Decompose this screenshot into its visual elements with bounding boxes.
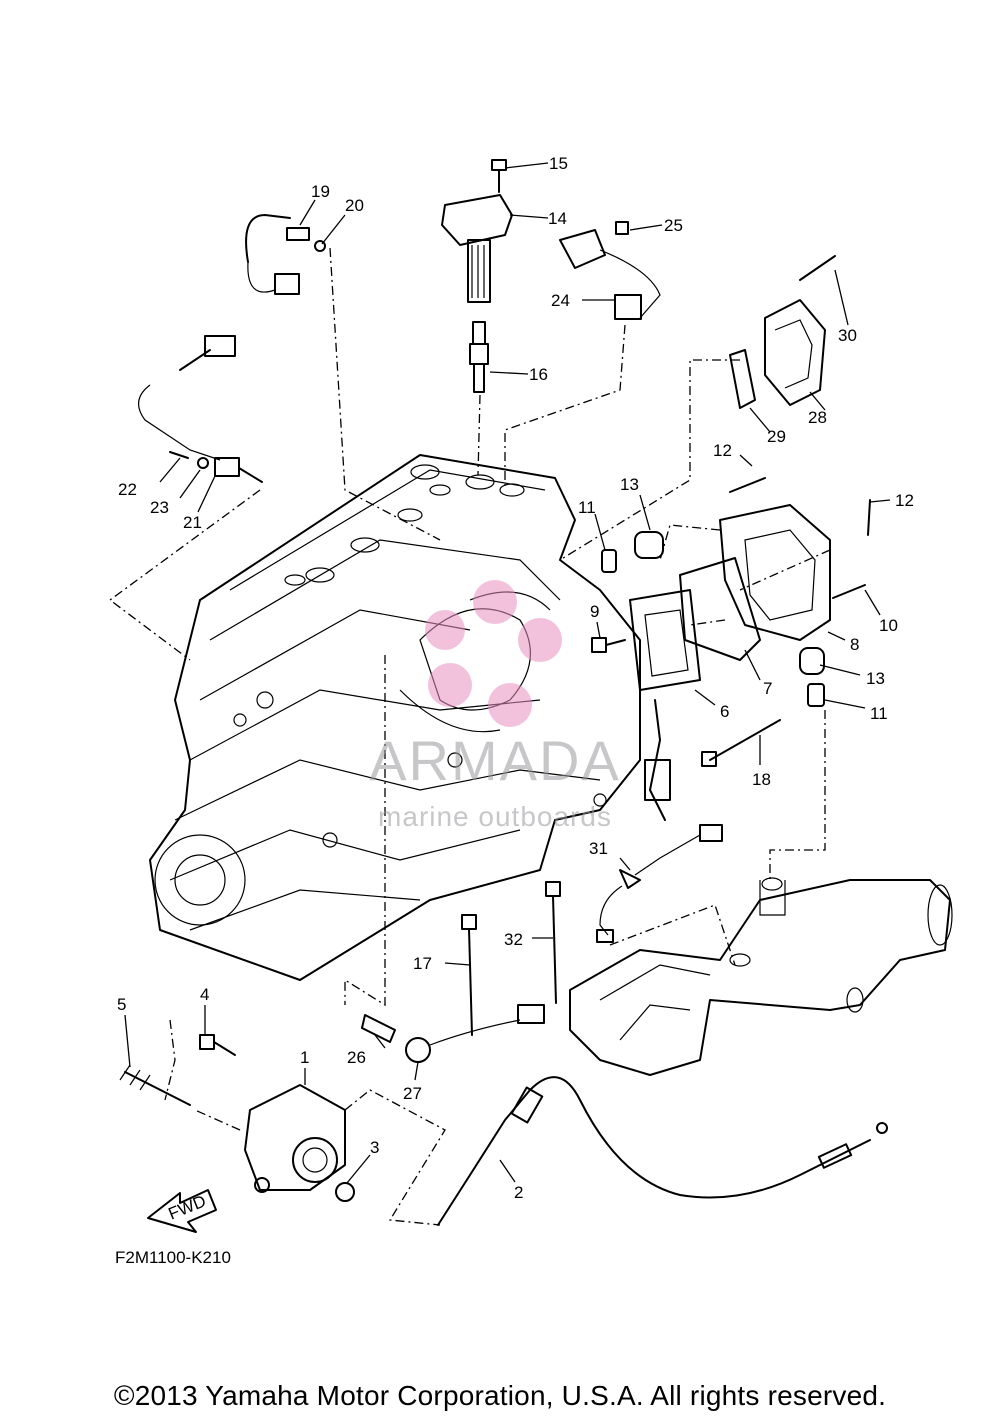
drawing-code: F2M1100-K210 [115, 1248, 231, 1267]
bolt-15-icon [491, 159, 507, 193]
watermark-tagline: marine outboards [378, 801, 612, 832]
callout-32: 32 [504, 930, 523, 949]
callout-23: 23 [150, 498, 169, 517]
callout-3: 3 [370, 1138, 379, 1157]
collar-11-icon [601, 549, 825, 707]
callout-7: 7 [763, 679, 772, 698]
probe-18-icon [701, 719, 781, 767]
callout-27: 27 [403, 1084, 422, 1103]
callout-11b: 11 [870, 704, 888, 723]
callout-2: 2 [514, 1183, 523, 1202]
callout-5: 5 [117, 995, 126, 1014]
spark-plug-icon [469, 321, 489, 393]
callout-31: 31 [589, 839, 608, 858]
knock-sensor-27-icon [405, 1004, 545, 1063]
callout-10: 10 [879, 616, 898, 635]
copyright-notice: ©2013 Yamaha Motor Corporation, U.S.A. A… [113, 1380, 887, 1411]
callout-24: 24 [551, 291, 570, 310]
nut-3-icon [335, 1182, 355, 1202]
callout-8: 8 [850, 635, 859, 654]
throttle-cable-2-icon [437, 1076, 888, 1226]
ignition-coil-icon [441, 194, 513, 303]
leader-lines [108, 162, 891, 1226]
callout-28: 28 [808, 408, 827, 427]
callout-20: 20 [345, 196, 364, 215]
cover-plate-28-icon [729, 255, 836, 409]
sensor-19-icon [245, 214, 326, 295]
sensor-31-icon [596, 824, 723, 943]
fitting-26-icon [361, 1014, 396, 1043]
armada-logo-icon [425, 580, 562, 727]
sensor-24-icon [559, 221, 661, 320]
grommet-13-icon [634, 531, 825, 675]
callout-25: 25 [664, 216, 683, 235]
bolt-9-icon [591, 637, 626, 653]
callout-11a: 11 [578, 498, 596, 517]
callout-26: 26 [347, 1048, 366, 1067]
callout-30: 30 [838, 326, 857, 345]
control-unit-6-icon [629, 589, 701, 821]
callout-15: 15 [549, 154, 568, 173]
callout-6: 6 [720, 702, 729, 721]
callout-13b: 13 [866, 669, 885, 688]
fwd-arrow-icon: FWD [147, 1189, 217, 1233]
callout-29: 29 [767, 427, 786, 446]
watermark-brand: ARMADA [369, 729, 621, 792]
engine-block [149, 454, 641, 981]
callout-21: 21 [183, 513, 202, 532]
callout-12a: 12 [713, 441, 732, 460]
cable-tie-17-icon [461, 914, 477, 1036]
callout-4: 4 [200, 985, 209, 1004]
watermark: ARMADA marine outboards [369, 580, 621, 832]
gasket-7-icon [679, 557, 761, 661]
throttle-body-1-icon [244, 1084, 346, 1193]
callout-labels: 1 2 3 4 5 6 7 8 9 10 11 11 12 12 13 13 1… [117, 154, 914, 1202]
callout-14: 14 [548, 209, 567, 228]
callout-9: 9 [590, 602, 599, 621]
callout-13a: 13 [620, 475, 639, 494]
callout-19: 19 [311, 182, 330, 201]
cable-tie-32-icon [545, 881, 561, 1004]
callout-18: 18 [752, 770, 771, 789]
callout-16: 16 [529, 365, 548, 384]
screw-4-icon [199, 1034, 236, 1056]
mount-bracket-8-icon [719, 477, 871, 641]
sensor-21-icon [138, 335, 263, 483]
callout-17: 17 [413, 954, 432, 973]
callout-1: 1 [300, 1048, 309, 1067]
callout-12b: 12 [895, 491, 914, 510]
exhaust-manifold [569, 877, 953, 1076]
callout-22: 22 [118, 480, 137, 499]
fwd-label: FWD [166, 1191, 209, 1223]
screw-5-icon [119, 1064, 191, 1106]
